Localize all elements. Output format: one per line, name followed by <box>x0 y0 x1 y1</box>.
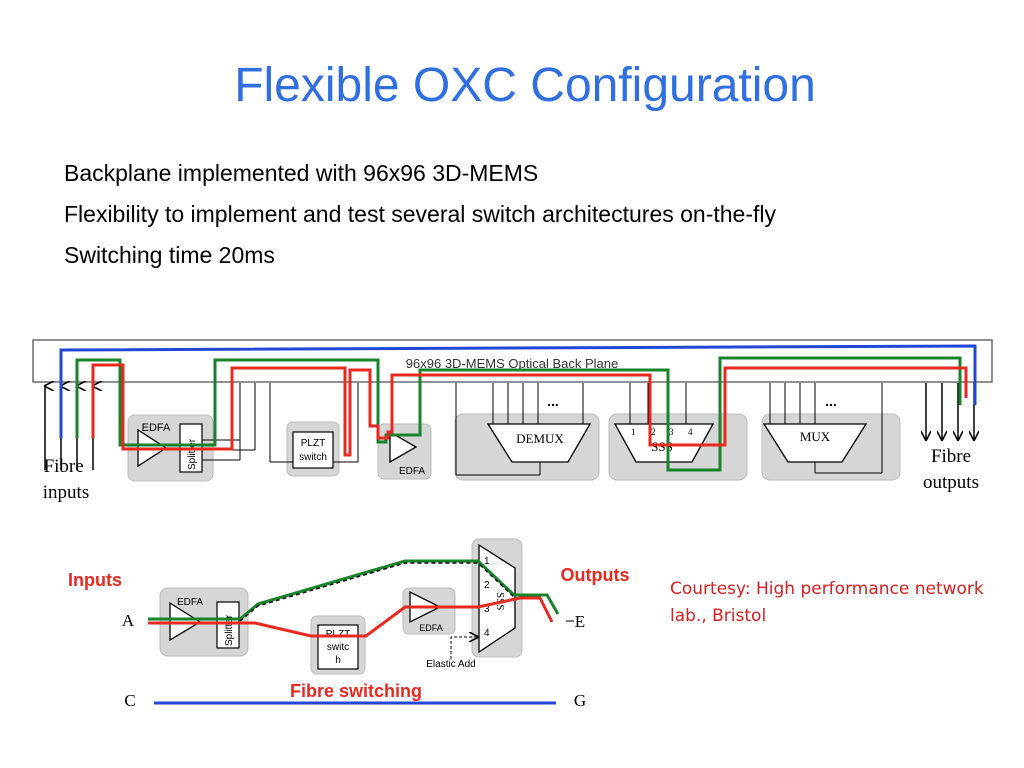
top-splitter-label: Splitter <box>187 438 198 470</box>
top-demux-ellipsis: ... <box>547 393 559 409</box>
top-edfa-label: EDFA <box>142 422 171 434</box>
bottom-sss-port-4: 4 <box>484 628 490 639</box>
node-g-label: G <box>574 691 586 710</box>
bottom-sss-port-3: 3 <box>484 604 490 615</box>
backplane-label: 96x96 3D-MEMS Optical Back Plane <box>406 356 618 371</box>
bullet-backplane: Backplane implemented with 96x96 3D-MEMS <box>64 160 539 186</box>
node-c-label: C <box>124 691 135 710</box>
top-sss-port-4: 4 <box>688 427 693 437</box>
top-sss-icon <box>613 423 715 463</box>
top-red-path <box>91 363 968 457</box>
node-e-label: E <box>575 612 585 631</box>
bottom-plzt-switch-box <box>317 624 359 670</box>
bottom-splitter-box <box>216 601 240 649</box>
top-demux-module: DEMUX ... <box>454 383 600 481</box>
outputs-label: Outputs <box>561 565 630 585</box>
bottom-edfa2-module: EDFA <box>402 587 456 635</box>
bottom-black-dashed-path <box>239 562 515 622</box>
top-edfa-splitter-module: EDFA Splitter <box>127 383 271 482</box>
bullet-switching-time: Switching time 20ms <box>64 242 275 268</box>
top-sss-port-3: 3 <box>669 427 674 437</box>
top-mux-ellipsis: ... <box>825 393 837 409</box>
top-mux-icon <box>762 423 868 463</box>
courtesy-note: Courtesy: High performance network lab.,… <box>670 579 984 626</box>
top-edfa2-module: EDFA <box>377 423 432 480</box>
top-mux-module: MUX ... <box>761 383 901 481</box>
bottom-edfa-label: EDFA <box>177 597 203 608</box>
bottom-sss-port-2: 2 <box>484 580 490 591</box>
fibre-inputs-label: Fibre inputs <box>43 456 89 503</box>
fibre-switching-label: Fibre switching <box>290 681 422 701</box>
top-edfa2-amplifier-icon <box>389 430 418 464</box>
top-blue-path <box>59 344 977 438</box>
top-plzt-switch-box <box>292 431 334 469</box>
top-sss-port-1: 1 <box>631 427 636 437</box>
bottom-edfa2-label: EDFA <box>419 623 443 633</box>
bottom-sss-port-1: 1 <box>484 556 490 567</box>
slide-title: Flexible OXC Configuration <box>234 59 816 112</box>
bullet-flexibility: Flexibility to implement and test severa… <box>64 201 777 227</box>
elastic-add-label: Elastic Add <box>426 659 475 670</box>
inputs-label: Inputs <box>68 570 122 590</box>
top-sss-port-2: 2 <box>651 427 656 437</box>
top-sss-module: SSS 1 2 3 4 <box>608 383 748 481</box>
bottom-diagram: Inputs Outputs Fibre switching A E C G E… <box>68 538 630 710</box>
elastic-add: Elastic Add <box>426 637 478 670</box>
top-demux-icon <box>486 423 592 463</box>
top-edfa2-label: EDFA <box>399 466 425 477</box>
top-demux-label: DEMUX <box>516 431 564 446</box>
bottom-green-path <box>148 559 560 621</box>
bottom-splitter-label: Splitter <box>224 614 235 646</box>
top-diagram: 96x96 3D-MEMS Optical Back Plane Fibre i… <box>32 339 993 503</box>
node-a-label: A <box>122 611 135 630</box>
top-mux-label: MUX <box>800 429 831 444</box>
bottom-red-path <box>148 596 554 638</box>
